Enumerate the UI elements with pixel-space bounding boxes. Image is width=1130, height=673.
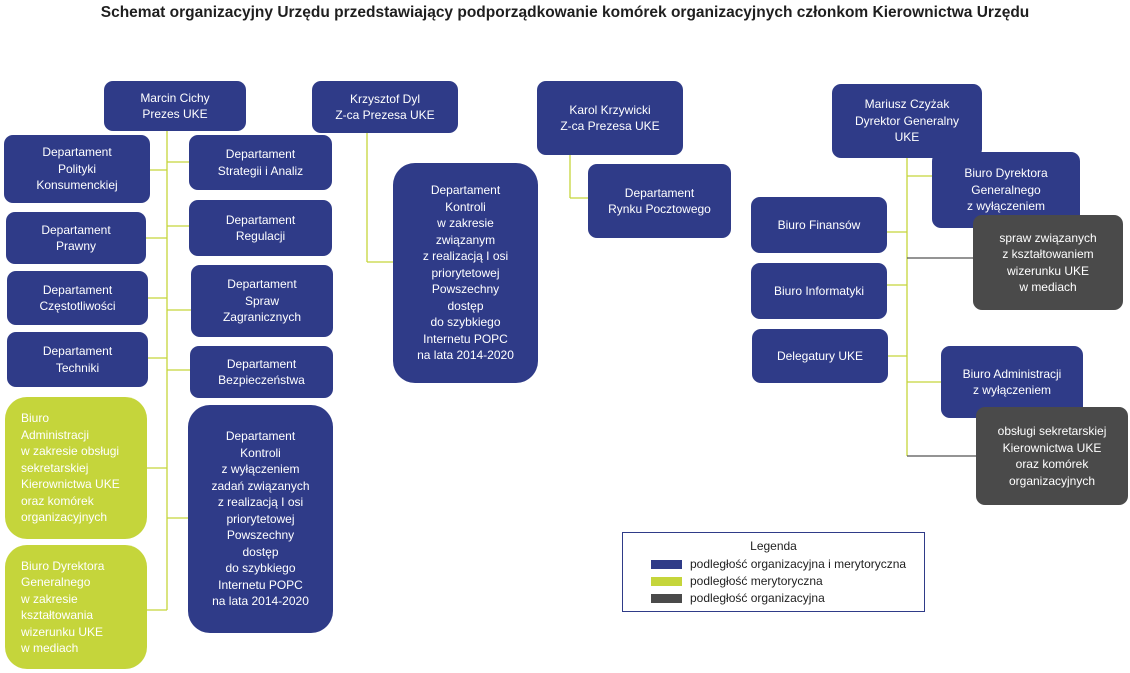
head-krzywicki: Karol Krzywicki Z-ca Prezesa UKE [537,81,683,155]
dept-strategii-i-analiz: Departament Strategii i Analiz [189,135,332,190]
dept-prawny: Departament Prawny [6,212,146,264]
biuro-administracji-merytoryczne: Biuro Administracji w zakresie obsługi s… [5,397,147,539]
dept-spraw-zagranicznych: Departament Spraw Zagranicznych [191,265,333,337]
legend-swatch-navy [651,559,682,569]
legend-item: podległość organizacyjna i merytoryczna [651,556,906,572]
legend-label: podległość organizacyjna [690,591,825,605]
legend-title: Legenda [750,539,797,553]
dept-bezpieczenstwa: Departament Bezpieczeństwa [190,346,333,398]
biuro-administracji-wylaczenie: obsługi sekretarskiej Kierownictwa UKE o… [976,407,1128,505]
delegatury-uke: Delegatury UKE [752,329,888,383]
diagram-title: Schemat organizacyjny Urzędu przedstawia… [100,4,1030,21]
dept-kontroli-popc: Departament Kontroli w zakresie związany… [393,163,538,383]
head-czyzak: Mariusz Czyżak Dyrektor Generalny UKE [832,84,982,158]
biuro-finansow: Biuro Finansów [751,197,887,253]
biuro-administracji: Biuro Administracji z wyłączeniem [941,346,1083,418]
dept-kontroli-wylaczenie: Departament Kontroli z wyłączeniem zadań… [188,405,333,633]
legend-label: podległość organizacyjna i merytoryczna [690,557,907,571]
legend: Legenda podległość organizacyjna i meryt… [622,532,925,612]
legend-label: podległość merytoryczna [690,574,823,588]
dept-rynku-pocztowego: Departament Rynku Pocztowego [588,164,731,238]
biuro-dyrektora-merytoryczne: Biuro Dyrektora Generalnego w zakresie k… [5,545,147,669]
legend-item: podległość merytoryczna [651,573,823,589]
legend-item: podległość organizacyjna [651,590,825,606]
dept-techniki: Departament Techniki [7,332,148,387]
dept-regulacji: Departament Regulacji [189,200,332,256]
legend-swatch-lime [651,576,682,586]
dept-czestotliwosci: Departament Częstotliwości [7,271,148,325]
biuro-informatyki: Biuro Informatyki [751,263,887,319]
legend-swatch-gray [651,593,682,603]
biuro-dyrektora-wylaczenie: spraw związanych z kształtowaniem wizeru… [973,215,1123,310]
head-dyl: Krzysztof Dyl Z-ca Prezesa UKE [312,81,458,133]
dept-polityki-konsumenckiej: Departament Polityki Konsumenckiej [4,135,150,203]
head-prezes: Marcin Cichy Prezes UKE [104,81,246,131]
